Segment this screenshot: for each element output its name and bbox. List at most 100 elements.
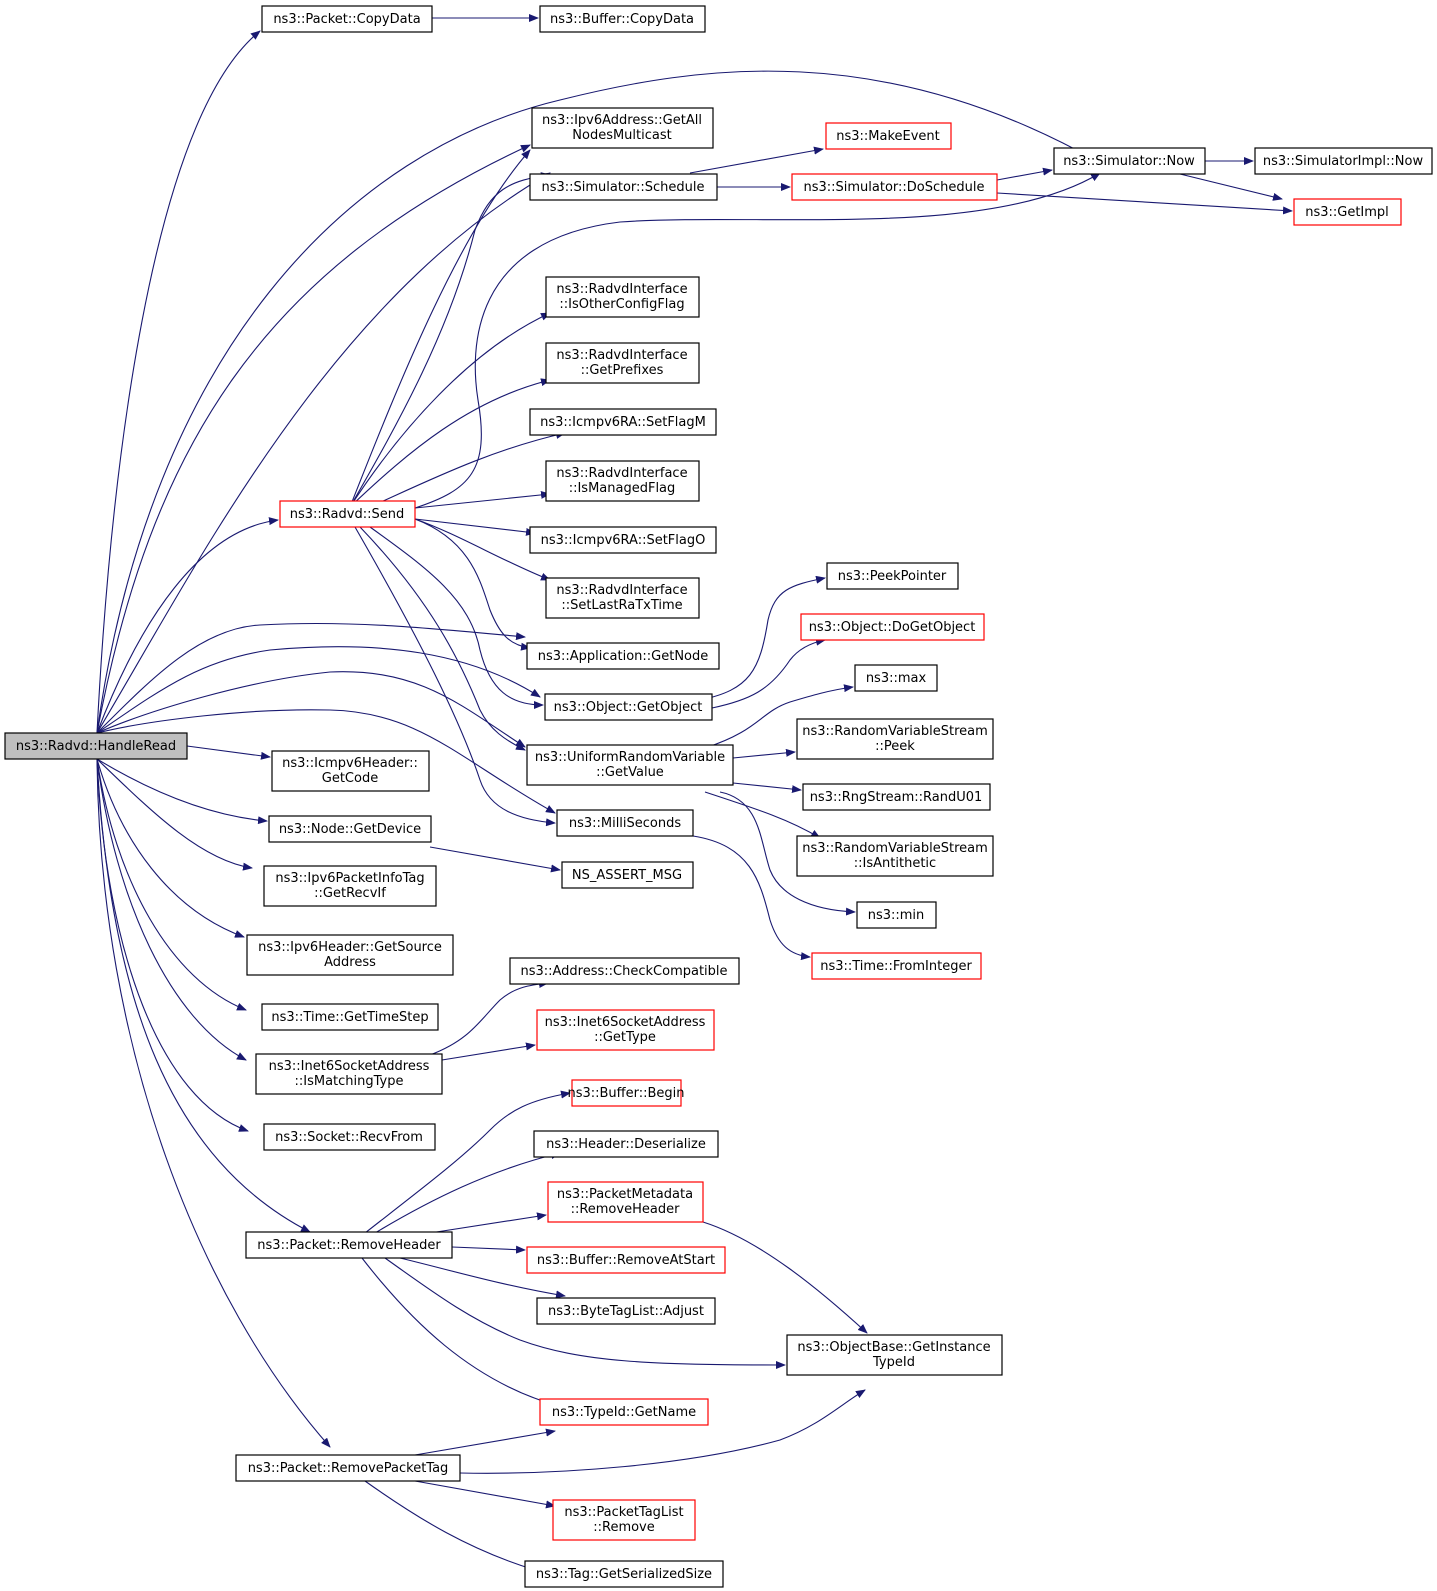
edge-send-urvgetvalue — [359, 526, 526, 751]
node-buffer-begin[interactable]: ns3::Buffer::Begin — [567, 1079, 685, 1107]
svg-text:ns3::MilliSeconds: ns3::MilliSeconds — [569, 816, 682, 831]
node-tag-get-serialized-size[interactable]: ns3::Tag::GetSerializedSize — [524, 1560, 724, 1588]
svg-text:ns3::Icmpv6RA::SetFlagM: ns3::Icmpv6RA::SetFlagM — [540, 415, 706, 430]
edges — [96, 14, 1293, 1572]
node-simulator-do-schedule[interactable]: ns3::Simulator::DoSchedule — [791, 173, 998, 201]
svg-text:ns3::Simulator::Now: ns3::Simulator::Now — [1063, 154, 1195, 169]
node-milli-seconds[interactable]: ns3::MilliSeconds — [556, 809, 694, 837]
node-packet-remove-header[interactable]: ns3::Packet::RemoveHeader — [245, 1231, 453, 1259]
node-handle-read[interactable]: ns3::Radvd::HandleRead — [4, 732, 188, 760]
node-socket-recv-from[interactable]: ns3::Socket::RecvFrom — [263, 1123, 436, 1151]
node-get-recv-if[interactable]: ns3::Ipv6PacketInfoTag::GetRecvIf — [263, 865, 437, 907]
node-is-other-config-flag[interactable]: ns3::RadvdInterface::IsOtherConfigFlag — [545, 276, 700, 318]
node-rvs-peek[interactable]: ns3::RandomVariableStream::Peek — [796, 718, 994, 760]
node-time-from-integer[interactable]: ns3::Time::FromInteger — [811, 952, 982, 980]
edge-getobject-peekpointer — [699, 575, 826, 701]
edge-send-appgetnode — [414, 518, 531, 651]
node-peek-pointer[interactable]: ns3::PeekPointer — [826, 562, 959, 590]
edge-rpt-getinstance — [459, 1389, 866, 1474]
edge-urv-min — [719, 791, 856, 916]
svg-text:ns3::Simulator::DoSchedule: ns3::Simulator::DoSchedule — [803, 180, 984, 195]
node-ns-assert-msg[interactable]: NS_ASSERT_MSG — [561, 861, 694, 889]
edge-urv-max — [704, 684, 854, 749]
node-radvd-send[interactable]: ns3::Radvd::Send — [279, 500, 416, 528]
edge-handleread-schedule — [96, 172, 551, 734]
edge-send-simnow — [414, 172, 1101, 509]
node-buffer-remove-at-start[interactable]: ns3::Buffer::RemoveAtStart — [526, 1246, 726, 1274]
node-max[interactable]: ns3::max — [854, 664, 938, 692]
node-simulator-schedule[interactable]: ns3::Simulator::Schedule — [529, 173, 718, 201]
svg-text:ns3::Time::FromInteger: ns3::Time::FromInteger — [820, 959, 972, 974]
node-buffer-copy-data[interactable]: ns3::Buffer::CopyData — [539, 5, 706, 33]
edge-removeheader-btladjust — [399, 1257, 566, 1299]
node-simulator-now[interactable]: ns3::Simulator::Now — [1053, 147, 1206, 175]
node-set-flag-o[interactable]: ns3::Icmpv6RA::SetFlagO — [529, 526, 717, 554]
node-rand-u01[interactable]: ns3::RngStream::RandU01 — [802, 783, 991, 811]
node-is-managed-flag[interactable]: ns3::RadvdInterface::IsManagedFlag — [545, 460, 700, 502]
svg-text:ns3::PacketTagList::Remove: ns3::PacketTagList::Remove — [564, 1505, 683, 1535]
node-min[interactable]: ns3::min — [856, 901, 937, 929]
svg-text:ns3::RadvdInterface::IsManaged: ns3::RadvdInterface::IsManagedFlag — [556, 466, 687, 496]
node-object-get-object[interactable]: ns3::Object::GetObject — [544, 693, 713, 721]
edge-rpt-ptlremove — [414, 1480, 556, 1509]
node-is-antithetic[interactable]: ns3::RandomVariableStream::IsAntithetic — [796, 835, 994, 877]
svg-text:ns3::Object::DoGetObject: ns3::Object::DoGetObject — [809, 620, 976, 635]
edge-send-setlastra — [414, 518, 551, 581]
node-inet6-get-type[interactable]: ns3::Inet6SocketAddress::GetType — [536, 1009, 715, 1051]
node-uniform-get-value[interactable]: ns3::UniformRandomVariable::GetValue — [526, 744, 734, 786]
svg-text:ns3::Packet::RemoveHeader: ns3::Packet::RemoveHeader — [257, 1238, 441, 1253]
svg-text:ns3::Buffer::CopyData: ns3::Buffer::CopyData — [550, 12, 694, 27]
svg-text:ns3::Address::CheckCompatible: ns3::Address::CheckCompatible — [520, 964, 727, 979]
edge-handleread-getrecvif — [96, 758, 253, 871]
node-make-event[interactable]: ns3::MakeEvent — [825, 122, 952, 150]
node-icmpv6-get-code[interactable]: ns3::Icmpv6Header::GetCode — [271, 750, 430, 792]
edge-urv-rvspeek — [732, 748, 796, 759]
node-do-get-object[interactable]: ns3::Object::DoGetObject — [800, 613, 985, 641]
node-check-compatible[interactable]: ns3::Address::CheckCompatible — [509, 957, 740, 985]
node-set-last-ra-tx-time[interactable]: ns3::RadvdInterface::SetLastRaTxTime — [545, 577, 700, 619]
node-set-flag-m[interactable]: ns3::Icmpv6RA::SetFlagM — [529, 408, 717, 436]
edge-rpt-typeidgetname — [414, 1428, 556, 1456]
svg-text:ns3::Inet6SocketAddress::GetTy: ns3::Inet6SocketAddress::GetType — [545, 1015, 706, 1045]
svg-text:ns3::Socket::RecvFrom: ns3::Socket::RecvFrom — [275, 1130, 423, 1145]
node-is-matching-type[interactable]: ns3::Inet6SocketAddress::IsMatchingType — [255, 1053, 443, 1095]
edge-urv-randu01 — [732, 782, 802, 794]
node-simulator-impl-now[interactable]: ns3::SimulatorImpl::Now — [1254, 147, 1433, 175]
svg-text:ns3::RngStream::RandU01: ns3::RngStream::RandU01 — [810, 790, 983, 805]
svg-text:ns3::Buffer::RemoveAtStart: ns3::Buffer::RemoveAtStart — [537, 1253, 715, 1268]
edge-send-schedule — [349, 172, 551, 508]
edge-send-setflago — [414, 518, 536, 536]
svg-text:ns3::SimulatorImpl::Now: ns3::SimulatorImpl::Now — [1263, 154, 1424, 169]
node-application-get-node[interactable]: ns3::Application::GetNode — [526, 642, 720, 670]
svg-text:ns3::Application::GetNode: ns3::Application::GetNode — [538, 649, 709, 664]
edge-removeheader-typeidgetname — [361, 1257, 556, 1407]
edge-handleread-getsource — [96, 758, 245, 938]
edge-send-milliseconds — [354, 526, 556, 827]
node-pm-remove-header[interactable]: ns3::PacketMetadata::RemoveHeader — [547, 1181, 704, 1223]
svg-text:ns3::RadvdInterface::SetLastRa: ns3::RadvdInterface::SetLastRaTxTime — [556, 583, 687, 613]
svg-text:ns3::Node::GetDevice: ns3::Node::GetDevice — [279, 822, 421, 837]
edge-handleread-appgetnode — [96, 622, 526, 734]
edge-handleread-recvfrom — [96, 758, 249, 1132]
svg-text:ns3::min: ns3::min — [868, 908, 925, 923]
node-get-impl[interactable]: ns3::GetImpl — [1293, 198, 1402, 226]
node-packet-remove-packet-tag[interactable]: ns3::Packet::RemovePacketTag — [235, 1454, 461, 1482]
node-header-deserialize[interactable]: ns3::Header::Deserialize — [533, 1130, 719, 1158]
node-type-id-get-name[interactable]: ns3::TypeId::GetName — [539, 1398, 709, 1426]
svg-text:ns3::GetImpl: ns3::GetImpl — [1305, 205, 1389, 220]
edge-removeheader-deserialize — [374, 1151, 561, 1234]
svg-text:ns3::Tag::GetSerializedSize: ns3::Tag::GetSerializedSize — [536, 1567, 712, 1582]
svg-text:ns3::Buffer::Begin: ns3::Buffer::Begin — [567, 1086, 684, 1101]
node-get-prefixes[interactable]: ns3::RadvdInterface::GetPrefixes — [545, 342, 700, 384]
node-packet-tag-list-remove[interactable]: ns3::PacketTagList::Remove — [552, 1499, 696, 1541]
node-node-get-device[interactable]: ns3::Node::GetDevice — [268, 815, 432, 843]
node-byte-tag-list-adjust[interactable]: ns3::ByteTagList::Adjust — [536, 1297, 716, 1325]
node-packet-copy-data[interactable]: ns3::Packet::CopyData — [261, 5, 433, 33]
node-time-get-time-step[interactable]: ns3::Time::GetTimeStep — [261, 1003, 439, 1031]
